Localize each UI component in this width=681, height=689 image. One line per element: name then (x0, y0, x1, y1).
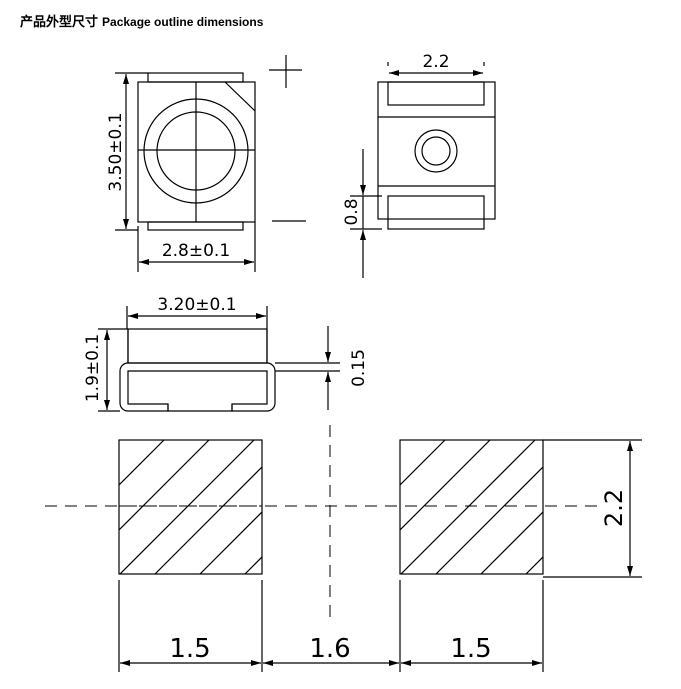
height-dim-label: 3.50±0.1 (106, 112, 126, 191)
pad-width-dim-label: 2.2 (422, 52, 449, 72)
height-dim-label: 1.9±0.1 (83, 334, 103, 402)
polarity-chamfer (224, 81, 256, 112)
pad-height-label: 2.2 (600, 489, 628, 527)
side-view: 3.20±0.1 1.9±0.1 0.15 (83, 295, 369, 412)
title-en: Package outline dimensions (102, 15, 264, 29)
bottom-tab (147, 221, 244, 231)
lens-outer (143, 98, 249, 204)
lens-body (127, 328, 268, 364)
title-cn: 产品外型尺寸 (20, 14, 99, 29)
pad-height-dim-label: 0.8 (342, 198, 362, 225)
lower-pad (387, 195, 485, 230)
gap-label: 1.6 (309, 634, 350, 664)
pad-width-left-label: 1.5 (169, 634, 210, 664)
pad-right (399, 439, 544, 575)
plus-icon (269, 55, 302, 88)
length-dim-label: 3.20±0.1 (157, 295, 236, 315)
lens-inner (156, 111, 236, 191)
lead-frame (119, 362, 276, 412)
width-dim-label: 2.8±0.1 (162, 241, 230, 261)
pad-left (118, 439, 263, 575)
footprint: 2.2 1.5 1.6 1.5 (45, 425, 642, 672)
lead-dim-label: 0.15 (349, 349, 369, 387)
body-outline (377, 81, 496, 220)
top-tab (147, 72, 244, 83)
bottom-view: 2.2 0.8 (342, 52, 496, 278)
pad-width-right-label: 1.5 (450, 634, 491, 664)
top-view: 3.50±0.1 2.8±0.1 (106, 55, 306, 272)
upper-pad (387, 81, 485, 106)
